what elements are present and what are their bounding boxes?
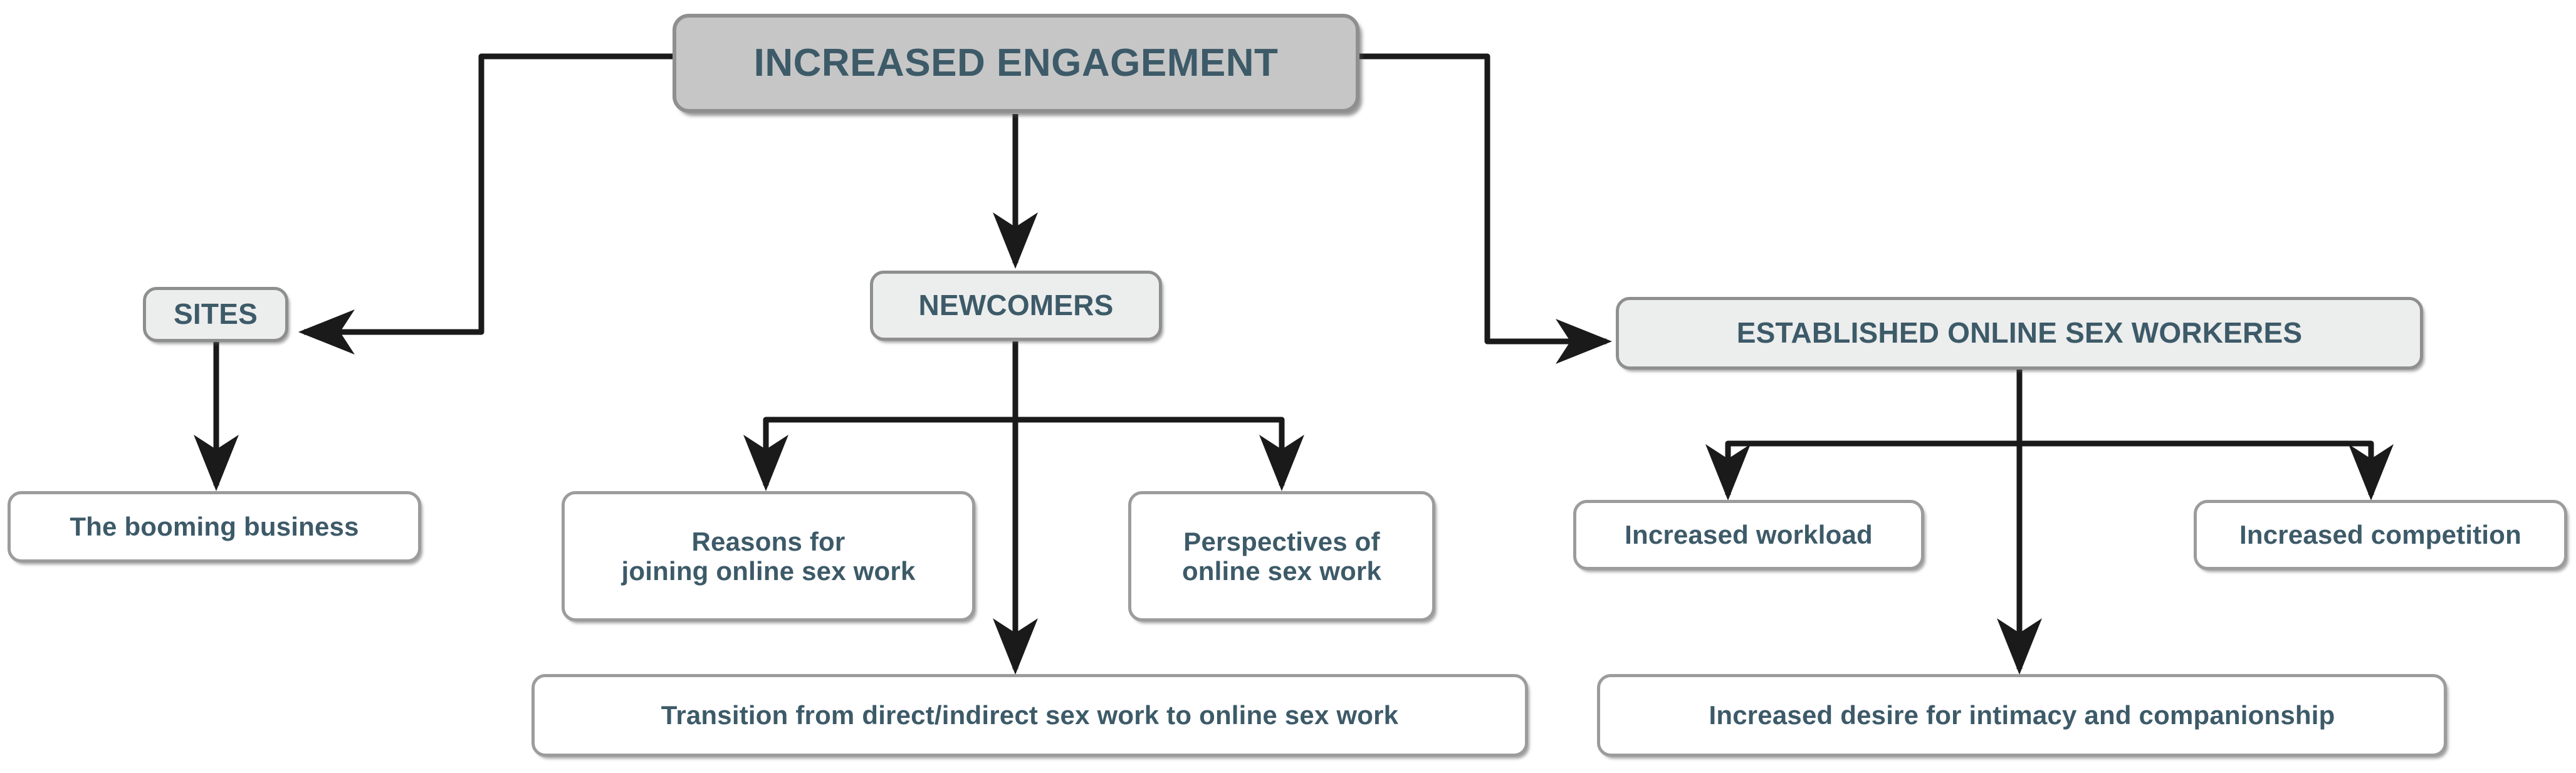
node-increased-competition[interactable]: Increased competition: [2194, 500, 2567, 570]
node-label-increased-competition: Increased competition: [2239, 520, 2521, 550]
node-label-increased-workload: Increased workload: [1625, 520, 1873, 550]
node-established-online-sex-workeres[interactable]: ESTABLISHED ONLINE SEX WORKERES: [1616, 297, 2423, 370]
node-transition-from-direct-indirect-sex-work[interactable]: Transition from direct/indirect sex work…: [531, 674, 1528, 757]
edge-newcomers-fork-left: [743, 417, 1015, 491]
node-label-increased-engagement: INCREASED ENGAGEMENT: [753, 41, 1279, 85]
node-reasons-for-joining-online-sex-work[interactable]: Reasons for joining online sex work: [562, 491, 975, 621]
node-label-the-booming-business: The booming business: [70, 512, 359, 542]
node-label-newcomers: NEWCOMERS: [918, 289, 1114, 322]
node-increased-desire-for-intimacy-and-companionship[interactable]: Increased desire for intimacy and compan…: [1597, 674, 2447, 757]
edge-newcomers-fork-right: [1015, 417, 1304, 491]
node-newcomers[interactable]: NEWCOMERS: [870, 271, 1162, 341]
edge-root-to-established: [1358, 53, 1612, 364]
node-the-booming-business[interactable]: The booming business: [8, 491, 421, 563]
node-label-increased-desire-for-intimacy-and-companionship: Increased desire for intimacy and compan…: [1709, 700, 2335, 730]
node-label-transition-from-direct-indirect-sex-work: Transition from direct/indirect sex work…: [661, 700, 1399, 730]
node-increased-engagement[interactable]: INCREASED ENGAGEMENT: [673, 14, 1359, 113]
node-label-sites: SITES: [174, 298, 258, 331]
node-sites[interactable]: SITES: [143, 287, 288, 342]
edge-established-fork-right: [2019, 440, 2394, 501]
edge-established-fork-left: [1705, 440, 2019, 501]
node-increased-workload[interactable]: Increased workload: [1573, 500, 1924, 570]
edge-root-to-sites: [298, 53, 674, 355]
node-label-established-online-sex-workeres: ESTABLISHED ONLINE SEX WORKERES: [1736, 316, 2303, 350]
node-label-reasons-for-joining-online-sex-work: Reasons for joining online sex work: [621, 526, 916, 586]
node-perspectives-of-online-sex-work[interactable]: Perspectives of online sex work: [1128, 491, 1435, 621]
node-label-perspectives-of-online-sex-work: Perspectives of online sex work: [1181, 526, 1382, 586]
